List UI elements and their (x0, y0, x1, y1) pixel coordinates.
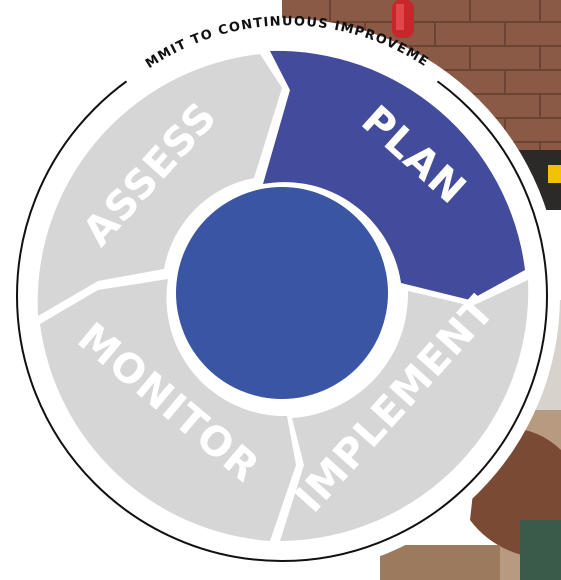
segment-assess (37, 54, 282, 316)
segment-monitor (40, 279, 296, 541)
segment-implement (280, 280, 529, 541)
center-circle (176, 187, 388, 399)
segment-plan (263, 50, 525, 301)
